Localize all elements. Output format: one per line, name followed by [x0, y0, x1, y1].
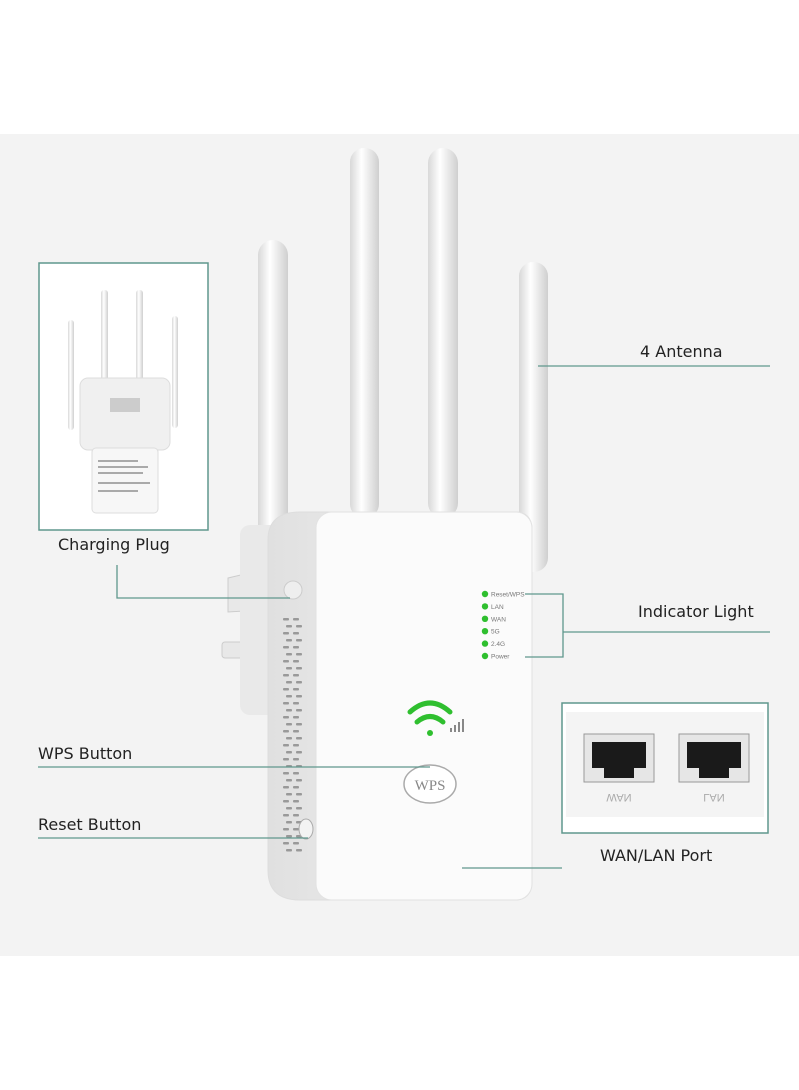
lan-port-label: LAN: [703, 791, 724, 803]
wan-lan-port-inset: WAN LAN: [561, 702, 769, 834]
vent-slot: [296, 737, 302, 740]
lan-port: [678, 733, 750, 783]
indicator-lights: Reset/WPS LAN WAN 5G 2.4G Power: [481, 590, 525, 661]
vent-slot: [283, 730, 289, 733]
vent-slot: [283, 674, 289, 677]
vent-slot: [293, 646, 299, 649]
vent-slot: [293, 800, 299, 803]
vent-slot: [296, 667, 302, 670]
vent-slot: [283, 702, 289, 705]
antenna-callout: 4 Antenna: [640, 342, 723, 361]
charging-plug-callout: Charging Plug: [58, 535, 170, 554]
vent-slot: [283, 772, 289, 775]
vent-slot: [293, 744, 299, 747]
vent-slot: [293, 702, 299, 705]
vent-slot: [283, 688, 289, 691]
wan-lan-port-callout: WAN/LAN Port: [600, 846, 713, 865]
vent-slot: [286, 709, 292, 712]
vent-slot: [286, 821, 292, 824]
vent-slot: [293, 842, 299, 845]
vent-slot: [296, 807, 302, 810]
vent-slot: [283, 800, 289, 803]
vent-slot: [286, 793, 292, 796]
indicator-led: [481, 615, 489, 622]
vent-slot: [286, 849, 292, 852]
indicator-label: WAN: [491, 616, 506, 623]
vent-slot: [293, 758, 299, 761]
indicator-led: [481, 590, 489, 598]
vent-slot: [296, 779, 302, 782]
vent-slot: [293, 730, 299, 733]
vent-slot: [283, 618, 289, 621]
vent-slot: [283, 744, 289, 747]
vent-slot: [286, 625, 292, 628]
vent-slot: [293, 772, 299, 775]
vent-slot: [293, 716, 299, 719]
vent-slot: [293, 618, 299, 621]
vent-slot: [283, 646, 289, 649]
vent-slot: [283, 632, 289, 635]
vent-slot: [293, 688, 299, 691]
vent-slot: [286, 779, 292, 782]
indicator-label: LAN: [491, 604, 504, 611]
vent-slot: [296, 625, 302, 628]
vent-slot: [286, 723, 292, 726]
indicator-label: 5G: [491, 629, 500, 636]
indicator-led: [481, 652, 489, 660]
vent-slot: [286, 835, 292, 838]
vent-slot: [293, 674, 299, 677]
vent-slot: [283, 716, 289, 719]
vent-slot: [286, 667, 292, 670]
indicator-led: [481, 603, 489, 610]
vent-slot: [296, 723, 302, 726]
vent-slot: [286, 681, 292, 684]
vent-slot: [283, 786, 289, 789]
vent-slot: [293, 660, 299, 663]
vent-slot: [286, 639, 292, 642]
vent-slot: [296, 681, 302, 684]
vent-slot: [296, 709, 302, 712]
indicator-label: Reset/WPS: [491, 592, 525, 599]
vent-slot: [283, 660, 289, 663]
vent-slot: [283, 828, 289, 831]
vent-slot: [293, 786, 299, 789]
reset-button-callout: Reset Button: [38, 815, 142, 834]
indicator-label: Power: [491, 654, 510, 661]
vent-slot: [293, 828, 299, 831]
vent-slot: [286, 807, 292, 810]
antenna: [258, 148, 548, 572]
wps-button: [403, 764, 457, 804]
charging-plug-inset: [38, 262, 209, 531]
vent-slot: [286, 737, 292, 740]
vent-slot: [296, 849, 302, 852]
wps-button-label: WPS: [415, 778, 446, 794]
vent-slot: [296, 639, 302, 642]
callout-lines: [38, 365, 770, 869]
vent-slot: [283, 842, 289, 845]
vent-slot: [286, 695, 292, 698]
vent-slot: [293, 632, 299, 635]
indicator-led: [481, 628, 489, 635]
reset-button: [298, 818, 314, 840]
extender-body: [267, 511, 533, 901]
vent-slot: [286, 751, 292, 754]
vent-slot: [283, 758, 289, 761]
signal-bars-icon: [450, 719, 464, 732]
indicator-label: 2.4G: [491, 641, 505, 648]
vent-slot: [296, 695, 302, 698]
wps-button-callout: WPS Button: [38, 744, 133, 763]
vent-slot: [296, 751, 302, 754]
vent-slot: [283, 814, 289, 817]
indicator-led: [481, 640, 489, 647]
vent-slot: [296, 653, 302, 656]
vent-slot: [296, 793, 302, 796]
wifi-icon: [407, 700, 453, 736]
indicator-light-callout: Indicator Light: [638, 602, 754, 621]
wan-port: [583, 733, 655, 783]
vent-slot: [293, 814, 299, 817]
vent-slot: [286, 653, 292, 656]
wan-port-label: WAN: [606, 791, 631, 803]
